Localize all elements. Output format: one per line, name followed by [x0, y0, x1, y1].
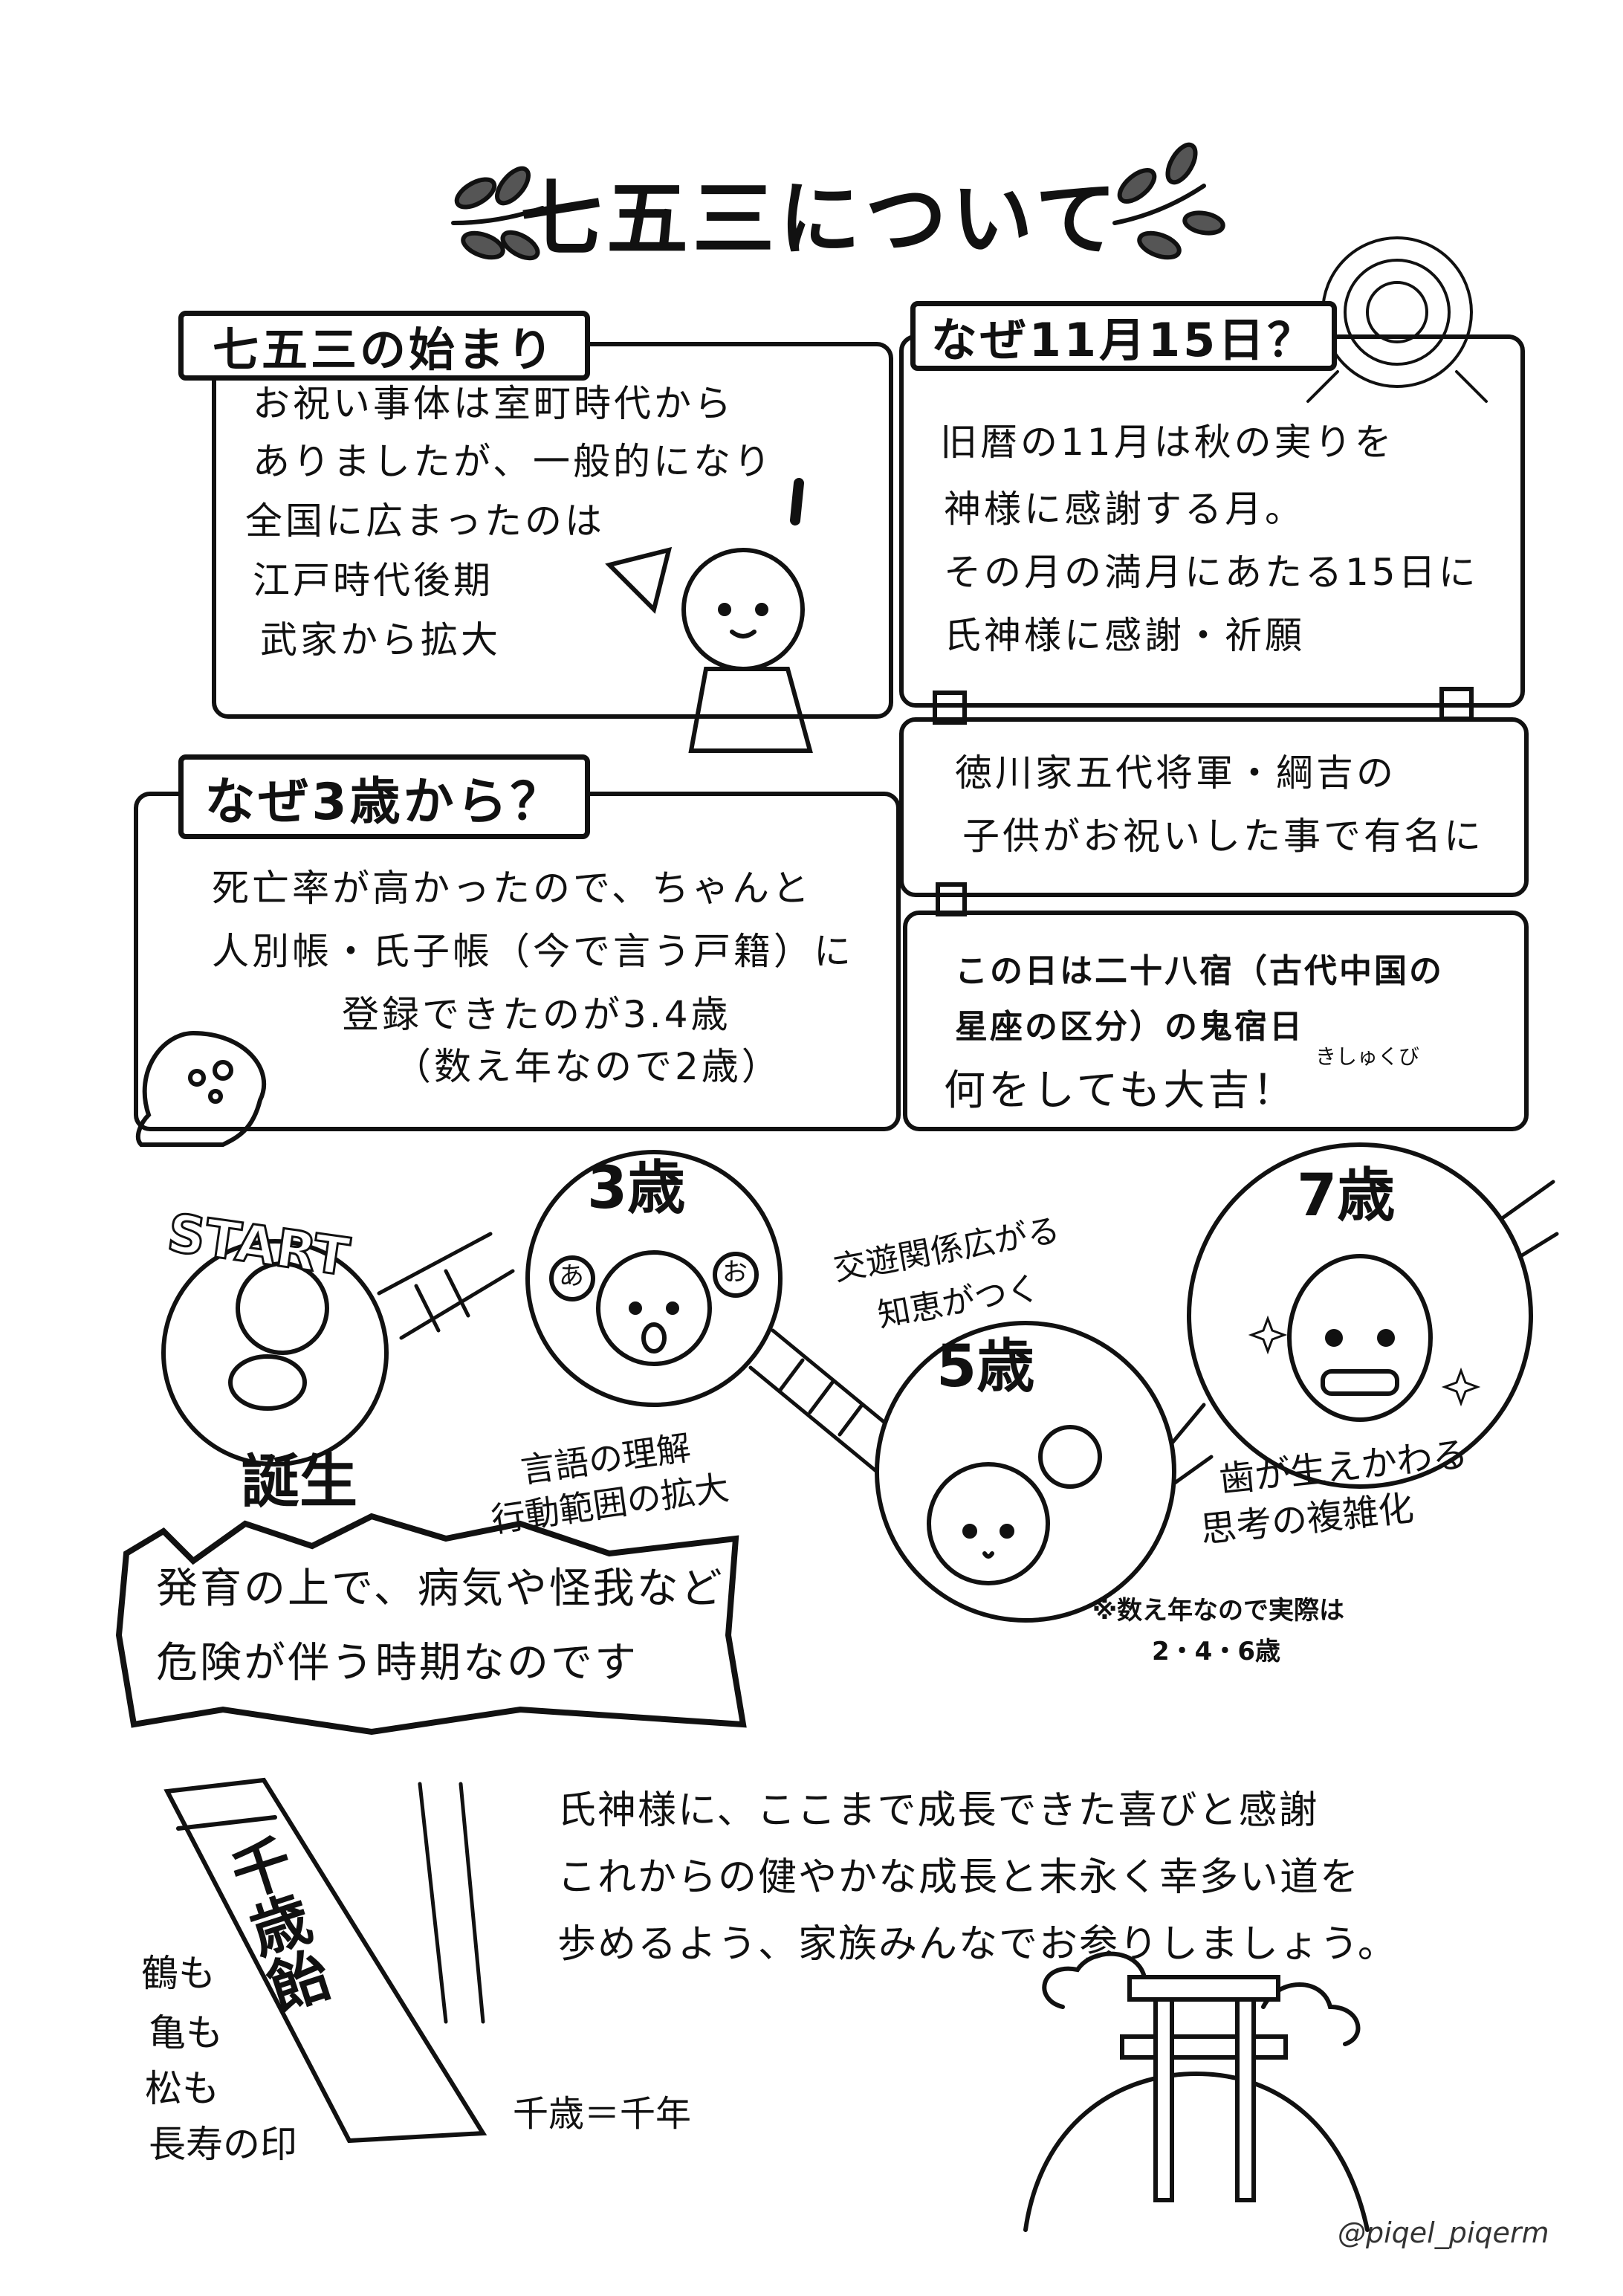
origin-line: ありましたが、一般的になり — [253, 440, 774, 483]
kishuku-line: 何をしても大吉！ — [944, 1067, 1298, 1115]
origin-line: お祝い事体は室町時代から — [253, 382, 734, 425]
age5-circle — [875, 1321, 1176, 1623]
age3-line: 死亡率が高かったので、ちゃんと — [212, 867, 812, 910]
kishuku-box — [903, 911, 1529, 1131]
age7-circle — [1187, 1142, 1533, 1489]
closing-line: 歩めるよう、家族みんなでお参りしましょう。 — [557, 1922, 1398, 1967]
tokugawa-line: 子供がお祝いした事で有名に — [962, 815, 1484, 858]
nov15-line: 旧暦の11月は秋の実りを — [940, 421, 1395, 464]
age3-reason-heading: なぜ3歳から？ — [178, 754, 590, 839]
origin-line: 全国に広まったのは — [245, 499, 605, 543]
speech-bubble-a: あ — [559, 1261, 584, 1291]
torii-gate-icon — [1023, 1951, 1370, 2232]
longevity-line: 鶴も — [141, 1952, 216, 1995]
sparkle-icon — [1248, 1315, 1288, 1355]
child7-face-icon — [1287, 1254, 1433, 1422]
watermark: @piqel_piqerm — [1338, 2216, 1549, 2249]
connector-icon — [936, 882, 967, 916]
baby-icon — [228, 1261, 329, 1411]
age7-label: 7歳 — [1297, 1162, 1396, 1229]
closing-line: これからの健やかな成長と末永く幸多い道を — [557, 1855, 1361, 1900]
longevity-line: 亀も — [149, 2011, 223, 2054]
chitose-ame-bag-icon — [163, 1777, 487, 2144]
nov15-line: 神様に感謝する月。 — [944, 488, 1305, 531]
longevity-line: 松も — [145, 2067, 219, 2110]
age3-line: 人別帳・氏子帳（今で言う戸籍）に — [212, 930, 854, 973]
birth-note: 発育の上で、病気や怪我など — [156, 1565, 725, 1613]
ghost-character-icon — [135, 1030, 266, 1147]
birth-note: 危険が伴う時期なのです — [156, 1639, 638, 1687]
leaf-decoration-right-icon — [1112, 142, 1225, 260]
age5-label: 5歳 — [936, 1333, 1035, 1400]
nov15-heading: なぜ11月15日？ — [910, 301, 1337, 371]
origin-heading: 七五三の始まり — [178, 311, 590, 381]
speech-bubble-o: お — [722, 1258, 748, 1287]
tokugawa-line: 徳川家五代将軍・綱吉の — [955, 751, 1396, 795]
nov15-line: その月の満月にあたる15日に — [944, 551, 1479, 594]
tokugawa-box — [899, 717, 1529, 897]
leaf-decoration-left-icon — [451, 166, 545, 261]
footnote: 2・4・6歳 — [1152, 1637, 1280, 1666]
kishuku-line: この日は二十八宿（古代中国の — [955, 952, 1444, 990]
child5-face-icon — [927, 1425, 1102, 1585]
age3-circle — [525, 1150, 783, 1407]
page-title: 七五三について — [520, 172, 1121, 267]
age3-line: （数え年なので2歳） — [394, 1045, 782, 1088]
birth-label: 誕生 — [242, 1449, 358, 1516]
samurai-child-icon — [605, 478, 813, 753]
kishuku-ruby: きしゅくび — [1315, 1044, 1420, 1069]
origin-line: 武家から拡大 — [260, 618, 501, 662]
age3-label: 3歳 — [587, 1155, 686, 1222]
footnote: ※数え年なので実際は — [1092, 1596, 1345, 1626]
origin-line: 江戸時代後期 — [253, 559, 493, 602]
closing-line: 氏神様に、ここまで成長できた喜びと感謝 — [557, 1788, 1319, 1833]
age3-line: 登録できたのが3.4歳 — [342, 993, 731, 1036]
nov15-line: 氏神様に感謝・祈願 — [944, 614, 1305, 657]
birth-note-box — [115, 1513, 747, 1736]
kishuku-line: 星座の区分）の鬼宿日 — [955, 1008, 1304, 1046]
chitose-equation: 千歳＝千年 — [513, 2093, 692, 2135]
sparkle-icon — [1441, 1367, 1481, 1407]
toddler-face-icon — [549, 1250, 759, 1366]
longevity-line: 長寿の印 — [149, 2123, 297, 2166]
